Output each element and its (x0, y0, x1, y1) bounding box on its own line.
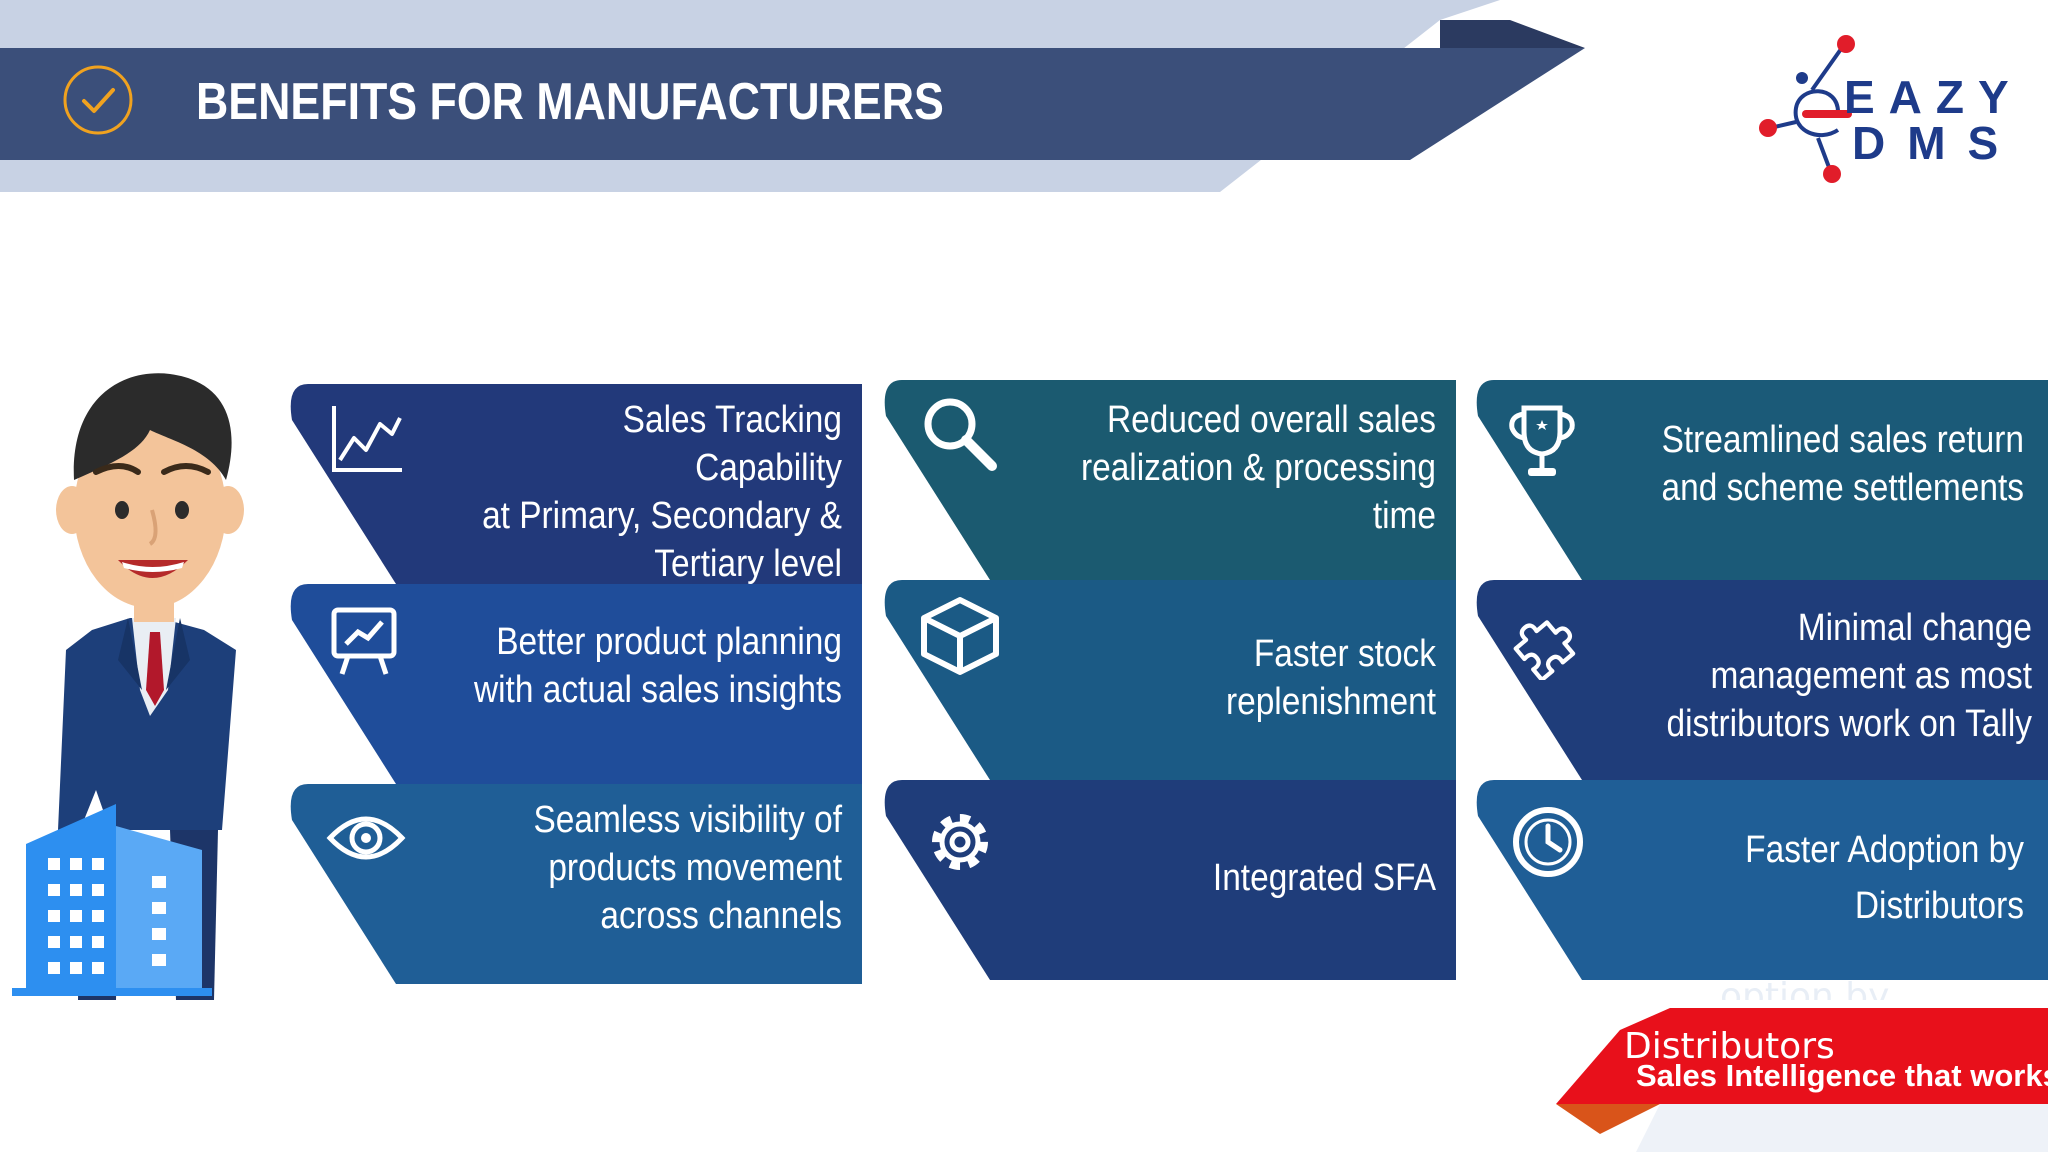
puzzle-icon (1513, 620, 1576, 680)
logo-line1: EAZY (1844, 71, 2023, 123)
office-building-icon (12, 804, 212, 996)
benefit-text: Integrated SFA (1212, 857, 1436, 899)
benefit-text: Faster Adoption by Distributors (1745, 829, 2024, 927)
benefit-card-sales-tracking: Sales Tracking Capability at Primary, Se… (286, 384, 862, 585)
benefit-text: Better product planning with actual sale… (473, 621, 842, 711)
ghost-text-line2: Distributors (1624, 1026, 1835, 1067)
benefit-text: Reduced overall sales realization & proc… (1080, 399, 1436, 537)
benefit-card-change-management: Minimal change management as most distri… (1472, 580, 2048, 780)
benefit-card-integrated-sfa: Integrated SFA (880, 780, 1456, 980)
molecule-network-icon (1759, 35, 1855, 183)
header-background (0, 0, 1585, 192)
benefit-card-faster-adoption: Faster Adoption by Distributors (1472, 780, 2048, 980)
check-circle-icon (62, 64, 134, 136)
eye-icon (326, 816, 406, 860)
benefit-text: Streamlined sales return and scheme sett… (1661, 419, 2024, 509)
clock-icon (1513, 807, 1583, 877)
benefit-card-returns-settlements: Streamlined sales return and scheme sett… (1472, 380, 2048, 580)
logo-line2: DMS (1852, 117, 2021, 169)
benefit-text: Faster stock replenishment (1225, 633, 1436, 723)
benefit-card-product-planning: Better product planning with actual sale… (286, 584, 862, 784)
benefit-text: Seamless visibility of products movement… (533, 799, 842, 937)
trophy-icon (1509, 405, 1575, 476)
line-chart-icon (332, 406, 402, 472)
benefit-text: Minimal change management as most distri… (1666, 607, 2032, 745)
benefit-card-visibility: Seamless visibility of products movement… (286, 784, 862, 984)
magnifier-icon (924, 398, 997, 471)
benefit-card-stock-replenishment: Faster stock replenishment (880, 580, 1456, 780)
footer-ribbon (1556, 1000, 2048, 1152)
benefit-text: Sales Tracking Capability at Primary, Se… (482, 399, 842, 585)
tagline: Sales Intelligence that works (1636, 1058, 2048, 1093)
box-icon (921, 597, 999, 675)
page-title: BENEFITS FOR MANUFACTURERS (196, 73, 944, 131)
gear-icon (932, 814, 988, 870)
presentation-chart-icon (331, 607, 397, 675)
eazy-dms-logo: EAZY DMS (1740, 30, 2009, 200)
benefit-card-realization-time: Reduced overall sales realization & proc… (880, 380, 1456, 580)
